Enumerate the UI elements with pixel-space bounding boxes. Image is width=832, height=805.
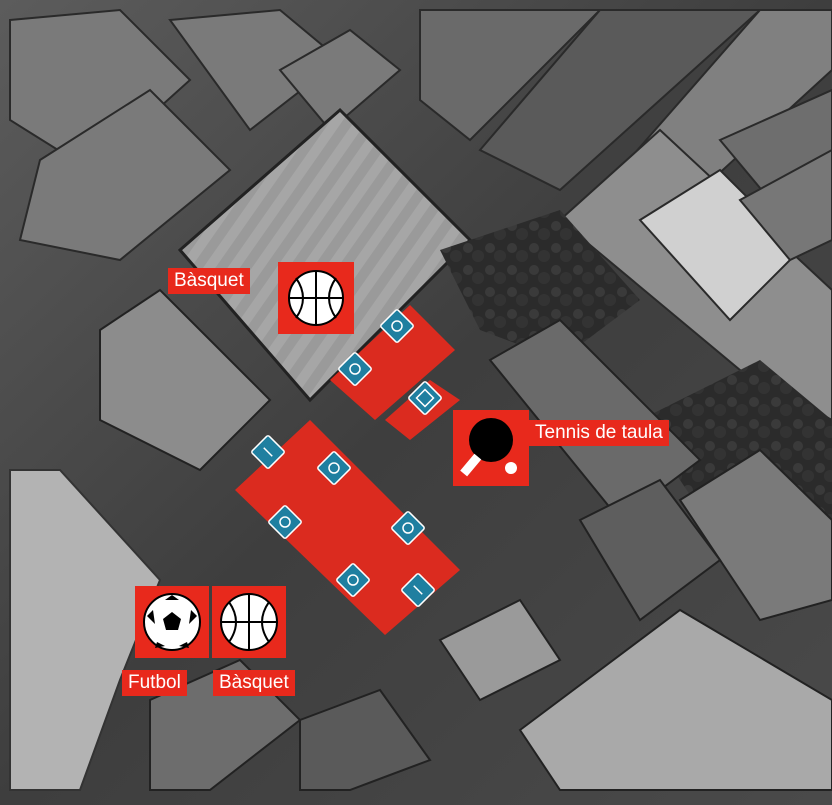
- label-tennis-taula: Tennis de taula: [529, 420, 669, 446]
- court-marker-icon: [251, 435, 285, 469]
- basketball-icon: [212, 586, 286, 658]
- court-marker-icon: [380, 309, 414, 343]
- court-markers: [251, 309, 442, 607]
- label-basquet-top: Bàsquet: [168, 268, 250, 294]
- court-red-small: [330, 305, 455, 420]
- court-marker-icon: [268, 505, 302, 539]
- buildings-top-left: [9, 8, 402, 262]
- field-bottom-right: [518, 608, 832, 791]
- label-futbol: Futbol: [122, 670, 187, 696]
- court-marker-icon: [401, 573, 435, 607]
- buildings-top-right: [419, 9, 832, 202]
- court-marker-icon: [338, 352, 372, 386]
- field-bottom-center: [438, 598, 562, 702]
- ping-pong-paddle-icon: [453, 410, 529, 486]
- court-left: [99, 288, 272, 472]
- trees-center: [440, 210, 640, 360]
- field-bottom-left: [9, 469, 162, 791]
- court-marker-icon: [391, 511, 425, 545]
- court-marker-icon: [317, 451, 351, 485]
- court-red-large: [235, 420, 460, 635]
- label-basquet-bottom: Bàsquet: [213, 670, 295, 696]
- soccer-ball-icon: [135, 586, 209, 658]
- court-marker-icon: [408, 381, 442, 415]
- building-center-right: [558, 128, 832, 422]
- court-marker-icon: [336, 563, 370, 597]
- basketball-icon: [278, 262, 354, 334]
